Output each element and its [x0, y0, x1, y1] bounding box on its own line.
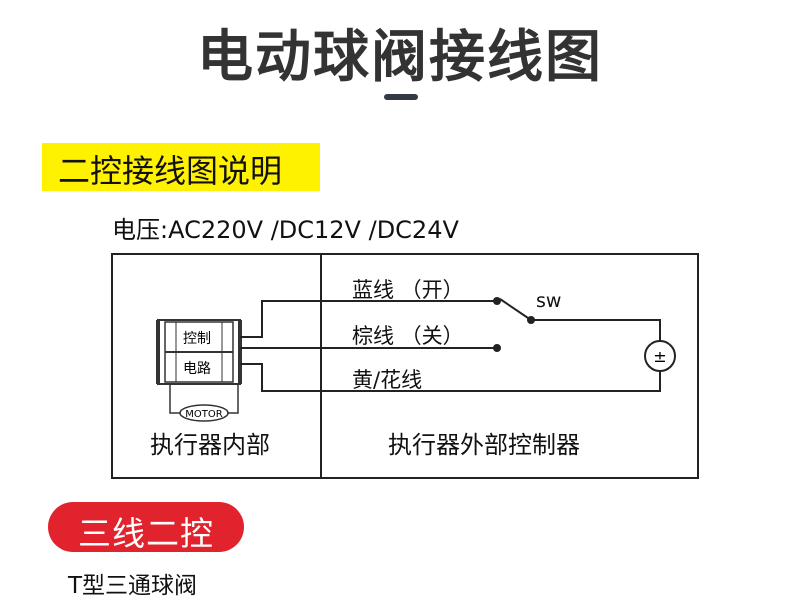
wire-supply	[531, 319, 661, 341]
valve-circuit-label: 电路	[183, 361, 211, 377]
actuator-block	[156, 319, 242, 385]
section-heading: 二控接线图说明	[42, 143, 320, 191]
valve-control-label: 控制	[183, 331, 211, 347]
terminal-close	[493, 344, 501, 352]
title-underline	[384, 94, 418, 100]
motor-symbol	[179, 404, 229, 422]
terminal-open	[493, 297, 501, 305]
page-title: 电动球阀接线图	[197, 25, 603, 90]
power-symbol: ±	[653, 347, 666, 366]
footer-label: T型三通球阀	[68, 573, 198, 599]
subsection-tag-label: 三线二控	[78, 514, 214, 553]
wire-brown-label: 棕线 （关）	[352, 324, 464, 348]
power-source-icon	[644, 340, 676, 372]
motor-label: MOTOR	[185, 409, 222, 420]
switch-blade	[499, 298, 532, 321]
subsection-tag: 三线二控	[48, 502, 244, 553]
wire-yellow-label: 黄/花线	[352, 368, 423, 392]
internal-label: 执行器内部	[150, 431, 270, 459]
wire-blue	[240, 300, 496, 338]
wire-yellow	[240, 363, 661, 392]
section-heading-label: 二控接线图说明	[58, 152, 283, 190]
external-label: 执行器外部控制器	[388, 431, 580, 459]
voltage-label: 电压:AC220V /DC12V /DC24V	[112, 216, 459, 244]
diagram-frame	[111, 253, 699, 479]
wire-blue-label: 蓝线 （开）	[352, 278, 464, 302]
switch-label: sw	[536, 290, 562, 312]
